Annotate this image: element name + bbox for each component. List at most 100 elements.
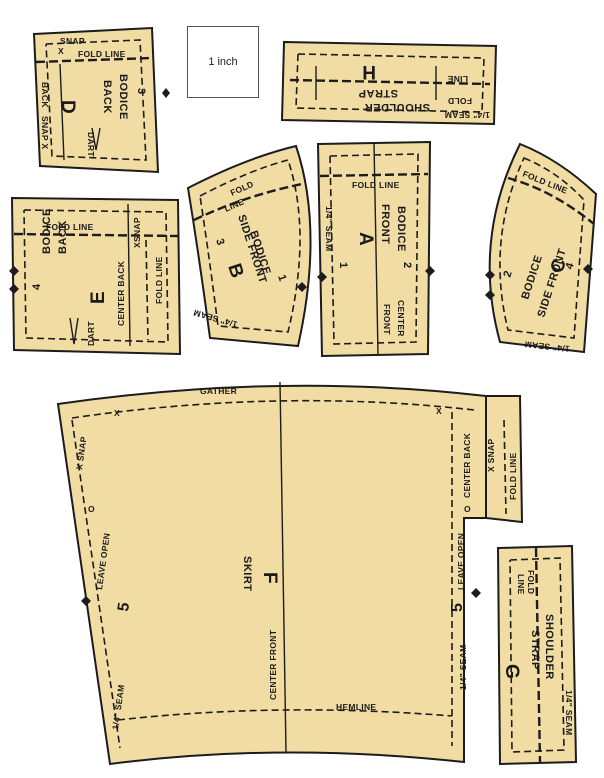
piece-c-notch-3 — [583, 264, 593, 274]
piece-h-name-line2: STRAP — [358, 87, 398, 99]
piece-a-fold-label: FOLD LINE — [352, 180, 400, 190]
piece-e-snap-label: XSNAP — [132, 217, 142, 248]
piece-d-snap-x-label: SNAP X — [40, 116, 50, 149]
piece-g-fold-line — [534, 547, 542, 763]
piece-g-fold-label-2: LINE — [516, 574, 526, 595]
piece-g-seam-line — [509, 557, 565, 753]
piece-e-letter: E — [88, 291, 109, 304]
piece-f-x-mark-left: X — [114, 408, 120, 418]
piece-b-letter: B — [223, 261, 247, 281]
piece-a-name-line1: BODICE — [395, 206, 407, 252]
piece-f-center-front-label: CENTER FRONT — [268, 629, 278, 700]
piece-c-letter: C — [547, 256, 571, 276]
piece-f-snap-left-label: X SNAP — [74, 436, 89, 471]
scale-reference-box: 1 inch — [187, 26, 259, 98]
piece-e-name-line1: BODICE — [41, 208, 53, 254]
piece-a-letter: A — [355, 232, 376, 246]
piece-d-x-mark: X — [58, 46, 64, 56]
piece-d-name-line1: BODICE — [117, 74, 129, 120]
piece-f-o-mark-right: O — [464, 504, 471, 514]
piece-c-notch-2 — [485, 290, 495, 300]
piece-e-dart — [69, 317, 79, 345]
piece-d-letter: D — [57, 100, 78, 114]
piece-c-seam-label: 1/4" SEAM — [524, 339, 570, 354]
piece-e-bodice-back[interactable]: FOLD LINE BODICE BACK E 4 DART CENTER BA… — [9, 196, 182, 356]
piece-a-name-line2: FRONT — [379, 204, 391, 244]
piece-f-snap-right-label: X SNAP — [486, 439, 496, 472]
piece-d-back-line — [59, 63, 65, 161]
piece-f-skirt[interactable]: GATHER X X X SNAP O LEAVE OPEN 5 1/4" SE… — [56, 381, 524, 766]
piece-f-gather-label: GATHER — [200, 386, 237, 396]
piece-e-name-line2: BACK — [57, 220, 69, 254]
piece-e-number: 4 — [31, 283, 43, 290]
piece-g-fold-label-1: FOLD — [526, 570, 536, 594]
piece-g-letter: G — [501, 664, 522, 679]
piece-e-side-fold-line — [145, 239, 149, 341]
piece-f-seam-left — [71, 419, 121, 749]
piece-c-outline — [488, 142, 598, 354]
piece-b-number-right: 1 — [275, 273, 288, 283]
piece-a-outline — [316, 140, 432, 358]
piece-h-shoulder-strap[interactable]: 1/4" SEAM SHOULDER STRAP H FOLD LINE — [280, 40, 498, 126]
piece-c-number-right: 4 — [563, 261, 577, 271]
piece-e-fold-label: FOLD LINE — [46, 222, 94, 232]
piece-a-bodice-front[interactable]: FOLD LINE 1/4" SEAM BODICE FRONT A 1 2 C… — [316, 140, 435, 358]
piece-a-center-label-1: CENTER — [396, 300, 406, 337]
scale-label: 1 inch — [208, 56, 238, 68]
piece-e-side-fold-label: FOLD LINE — [154, 256, 164, 304]
piece-a-center-line — [373, 143, 379, 355]
piece-h-letter: H — [362, 61, 376, 82]
piece-f-center-back-label: CENTER BACK — [462, 432, 472, 498]
piece-c-number-left: 2 — [501, 269, 514, 279]
piece-f-seam-right-label: 1/4" SEAM — [458, 645, 468, 690]
piece-f-gather-line — [71, 399, 475, 419]
piece-d-snap-label: SNAP — [60, 36, 85, 46]
piece-d-notch — [162, 88, 170, 98]
piece-a-notch-right — [425, 266, 435, 276]
piece-d-seam-line — [45, 39, 147, 161]
piece-f-leave-open-right-label: LEAVE OPEN — [456, 533, 466, 590]
piece-d-name-line2: BACK — [101, 80, 113, 114]
piece-f-fold-line — [503, 419, 507, 515]
piece-f-letter: F — [259, 572, 280, 584]
piece-h-seam-line — [295, 53, 485, 113]
piece-e-seam-line — [23, 209, 169, 343]
piece-a-number-right: 2 — [401, 262, 413, 269]
piece-d-fold-line — [35, 56, 153, 64]
piece-d-dart-label: DART — [86, 132, 96, 157]
piece-f-x-mark-right: X — [436, 406, 442, 416]
piece-b-notch — [297, 282, 307, 292]
piece-e-center-back-line — [127, 203, 131, 347]
piece-b-bodice-side-front[interactable]: FOLD LINE BODICE SIDE FRONT B 3 1 1/4" S… — [186, 144, 312, 348]
piece-g-name-line2: STRAP — [529, 630, 541, 670]
piece-e-fold-line — [13, 232, 179, 238]
piece-g-shoulder-strap[interactable]: FOLD LINE SHOULDER STRAP G 1/4" SEAM — [496, 544, 578, 766]
piece-d-fold-label: FOLD LINE — [78, 49, 126, 59]
piece-a-center-label-2: FRONT — [382, 304, 392, 335]
piece-d-back-label: BACK — [40, 82, 50, 108]
piece-b-outline — [186, 144, 312, 348]
piece-e-outline — [10, 196, 182, 356]
piece-d-bodice-back[interactable]: SNAP X FOLD LINE BACK SNAP X BODICE BACK… — [32, 26, 170, 174]
piece-d-number: 3 — [135, 88, 147, 95]
piece-b-fold-line — [193, 182, 303, 222]
piece-f-center-front-line — [279, 381, 287, 753]
piece-f-name: SKIRT — [241, 556, 253, 592]
piece-e-dart-label: DART — [86, 321, 96, 346]
piece-f-notch-right — [471, 588, 481, 598]
piece-f-o-mark-left: O — [88, 504, 95, 514]
piece-d-dart — [91, 127, 101, 151]
piece-a-notch-left — [317, 272, 327, 282]
piece-e-notch-1 — [9, 266, 19, 276]
piece-h-seam-label: 1/4" SEAM — [445, 110, 490, 120]
piece-e-notch-2 — [9, 284, 19, 294]
piece-c-fold-line — [507, 176, 595, 225]
piece-h-fold-label-2: LINE — [447, 74, 468, 84]
piece-a-seam-line — [329, 153, 419, 345]
piece-f-number-right: 5 — [449, 603, 466, 612]
piece-c-bodice-side-front[interactable]: FOLD LINE BODICE SIDE FRONT C 2 4 1/4" S… — [485, 142, 598, 354]
piece-f-hemline — [117, 709, 453, 721]
piece-f-notch-left — [81, 596, 91, 606]
